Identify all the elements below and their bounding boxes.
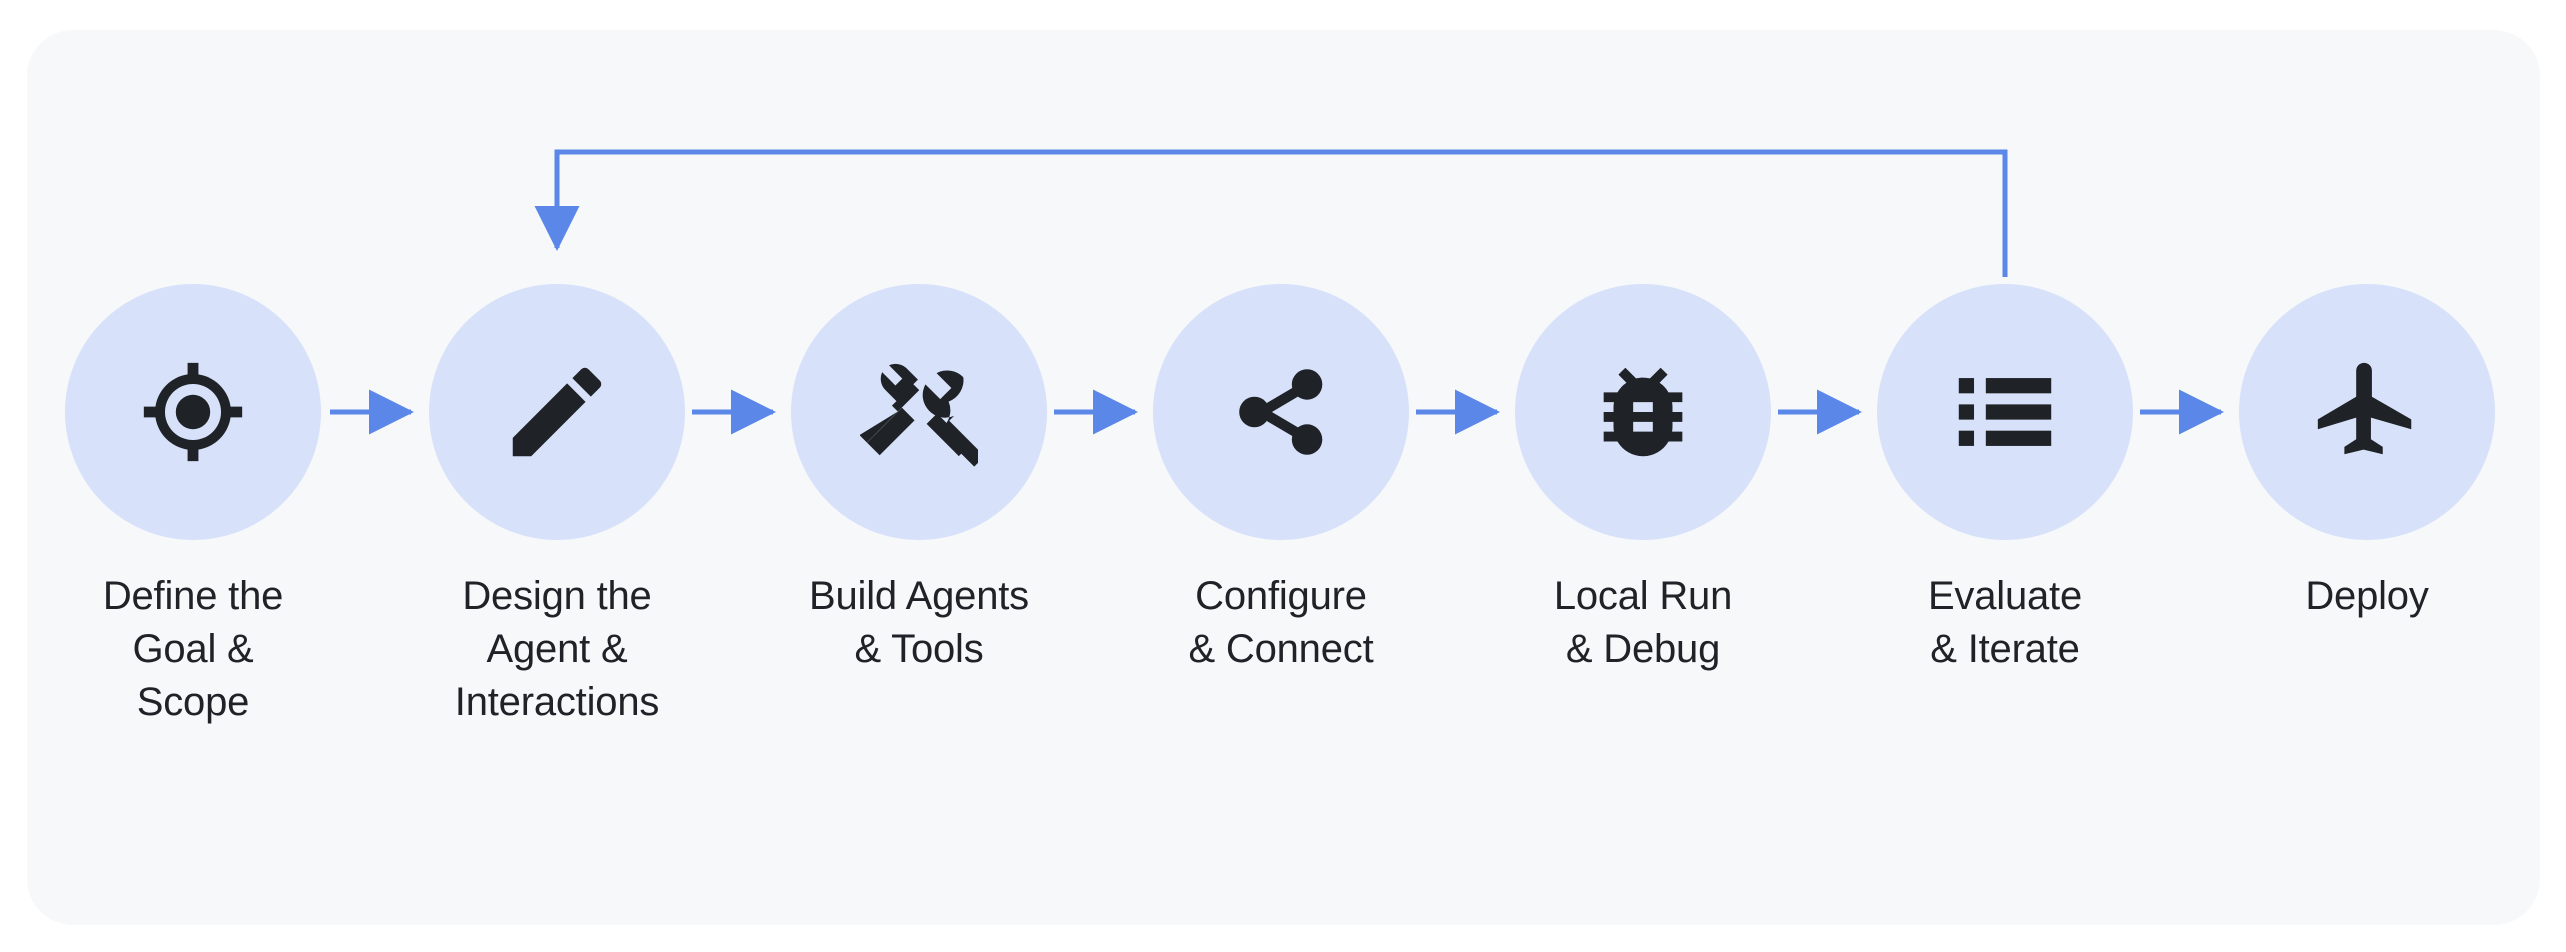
target-icon (134, 353, 252, 471)
pencil-icon (498, 353, 616, 471)
step-circle-evaluate-iterate (1877, 284, 2133, 540)
step-label-deploy: Deploy (2305, 574, 2429, 618)
step-build-agents-tools[interactable]: Build Agents & Tools (791, 284, 1047, 676)
step-design-agent-interactions[interactable]: Design the Agent & Interactions (429, 284, 685, 728)
step-label-design-agent-interactions: Design the Agent & Interactions (454, 574, 660, 724)
step-circle-configure-connect (1153, 284, 1409, 540)
step-evaluate-iterate[interactable]: Evaluate & Iterate (1877, 284, 2133, 676)
step-local-run-debug[interactable]: Local Run & Debug (1515, 284, 1771, 676)
step-circle-deploy (2239, 284, 2495, 540)
list-icon (1946, 353, 2064, 471)
step-label-evaluate-iterate: Evaluate & Iterate (1927, 574, 2083, 671)
step-deploy[interactable]: Deploy (2239, 284, 2495, 623)
step-define-goal-scope[interactable]: Define the Goal & Scope (65, 284, 321, 728)
share-nodes-icon (1222, 353, 1340, 471)
step-circle-design-agent-interactions (429, 284, 685, 540)
hammer-wrench-icon (860, 353, 978, 471)
airplane-icon (2308, 353, 2426, 471)
step-configure-connect[interactable]: Configure & Connect (1153, 284, 1409, 676)
step-circle-local-run-debug (1515, 284, 1771, 540)
step-label-define-goal-scope: Define the Goal & Scope (102, 574, 284, 724)
step-circle-define-goal-scope (65, 284, 321, 540)
step-label-build-agents-tools: Build Agents & Tools (809, 574, 1029, 671)
step-circle-build-agents-tools (791, 284, 1047, 540)
step-label-configure-connect: Configure & Connect (1188, 574, 1374, 671)
bug-icon (1584, 353, 1702, 471)
step-label-local-run-debug: Local Run & Debug (1553, 574, 1733, 671)
